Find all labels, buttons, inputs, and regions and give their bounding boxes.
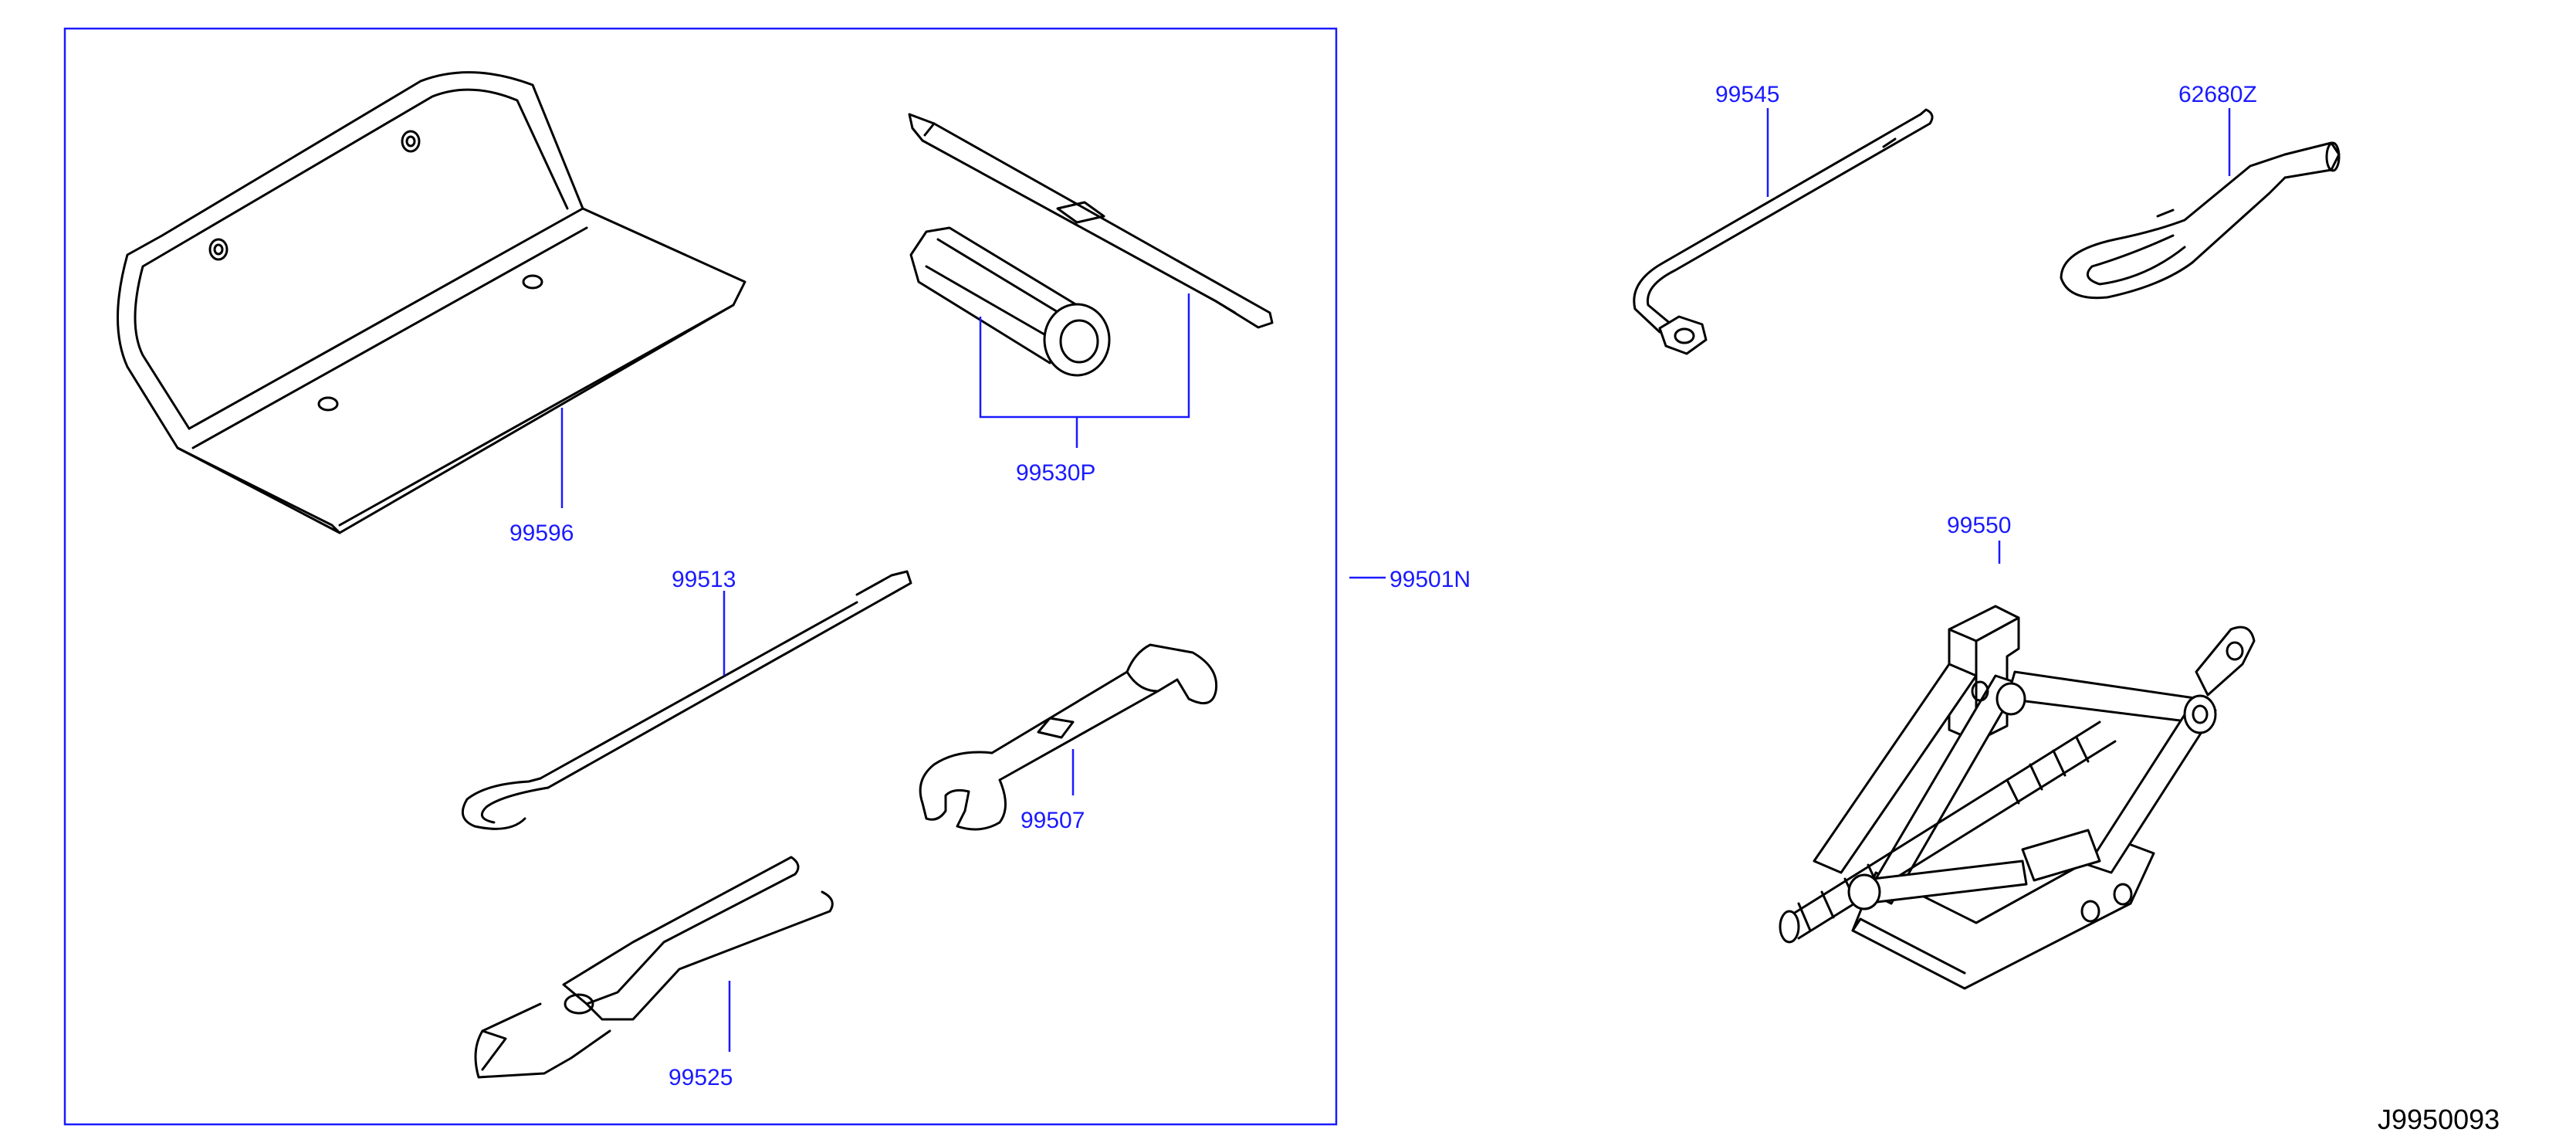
label-tool-kit-group: 99501N <box>1390 567 1471 592</box>
label-tow-hook: 62680Z <box>2178 82 2257 107</box>
leader-jack-handle-set <box>979 293 1190 448</box>
label-jack-handle-set: 99530P <box>1016 460 1095 486</box>
jack-handle-drawing <box>908 113 1274 329</box>
tool-kit-frame <box>63 27 1338 1126</box>
jack-drawing <box>1779 605 2256 990</box>
wheel-nut-wrench-drawing <box>1633 108 1934 355</box>
label-pliers: 99525 <box>669 1065 733 1090</box>
label-wrench: 99507 <box>1021 808 1085 833</box>
jack-rod-drawing <box>461 570 912 830</box>
label-tool-bag: 99596 <box>509 520 574 546</box>
wrench-drawing <box>919 643 1218 831</box>
label-jack: 99550 <box>1947 513 2011 538</box>
pliers-drawing <box>474 856 834 1079</box>
jack-handle-socket-drawing <box>909 226 1111 377</box>
label-jack-rod: 99513 <box>672 567 736 592</box>
diagram-id: J9950093 <box>2378 1104 2500 1135</box>
tool-bag-drawing <box>117 71 746 534</box>
tow-hook-drawing <box>2060 141 2341 300</box>
label-wheel-nut-wrench: 99545 <box>1715 82 1779 107</box>
